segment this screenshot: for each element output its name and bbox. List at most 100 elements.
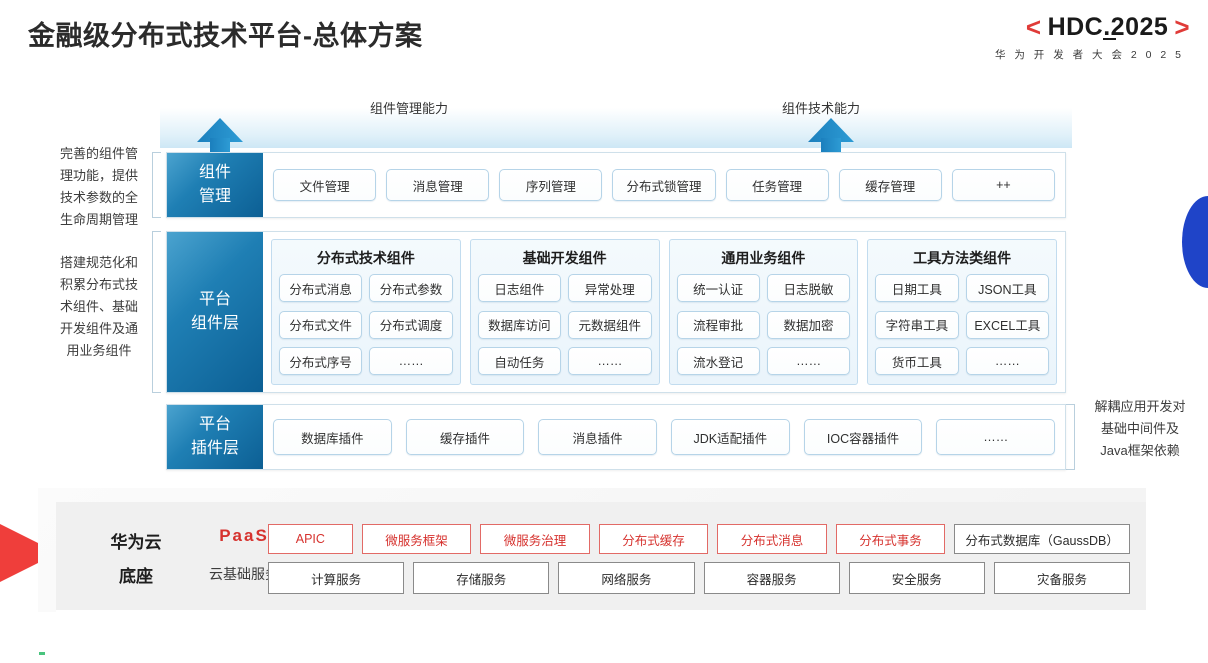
page-title: 金融级分布式技术平台-总体方案	[28, 21, 423, 51]
layer-component-management: 组件 管理 文件管理 消息管理 序列管理 分布式锁管理 任务管理 缓存管理 ++	[166, 152, 1066, 218]
group-title: 分布式技术组件	[316, 250, 415, 266]
group-grid: 日志组件 异常处理 数据库访问 元数据组件 自动任务 ……	[477, 274, 652, 378]
chip-more-ellipsis[interactable]: ……	[568, 347, 652, 376]
paas-item-distributed-cache[interactable]: 分布式缓存	[598, 524, 709, 554]
logo-open-angle-icon: <	[1025, 12, 1042, 42]
chip-more-ellipsis[interactable]: ……	[936, 419, 1056, 455]
chip-ioc-container-plugin[interactable]: IOC容器插件	[803, 419, 923, 455]
chip-process-approval[interactable]: 流程审批	[676, 310, 760, 339]
hdc-logo: < HDC.2025 > 华 为 开 发 者 大 会 2 0 2 5	[940, 12, 1190, 62]
layer-platform-plugins: 平台 插件层 数据库插件 缓存插件 消息插件 JDK适配插件 IOC容器插件 ……	[166, 404, 1066, 470]
chip-jdk-adapter-plugin[interactable]: JDK适配插件	[671, 419, 790, 455]
blue-lens-decoration	[1182, 196, 1208, 288]
right-note-plugins: 解耦应用开发对 基础中间件及 Java框架依赖	[1094, 399, 1186, 458]
chip-unified-auth[interactable]: 统一认证	[676, 274, 760, 302]
cloud-item-network[interactable]: 网络服务	[558, 562, 695, 594]
group-title: 通用业务组件	[721, 250, 806, 266]
layer-body-platform-plugins: 数据库插件 缓存插件 消息插件 JDK适配插件 IOC容器插件 ……	[263, 405, 1065, 469]
green-dot-decoration	[39, 652, 45, 655]
group-grid: 统一认证 日志脱敏 流程审批 数据加密 流水登记 ……	[676, 274, 851, 378]
left-note-management: 完善的组件管 理功能，提供 技术参数的全 生命周期管理	[59, 146, 138, 227]
arrow-label-technology: 组件技术能力	[782, 101, 861, 116]
group-grid: 分布式消息 分布式参数 分布式文件 分布式调度 分布式序号 ……	[279, 274, 453, 378]
chip-message-management[interactable]: 消息管理	[386, 169, 490, 201]
group-title: 工具方法类组件	[913, 250, 1012, 266]
chip-cache-management[interactable]: 缓存管理	[838, 169, 942, 201]
layer-label-line-2: 管理	[198, 188, 231, 205]
layer-body-platform-components: 分布式技术组件 分布式消息 分布式参数 分布式文件 分布式调度 分布式序号 ………	[263, 232, 1065, 392]
cloud-item-storage[interactable]: 存储服务	[413, 562, 550, 594]
paas-item-microservice-framework[interactable]: 微服务框架	[361, 524, 472, 554]
group-basic-dev-components: 基础开发组件 日志组件 异常处理 数据库访问 元数据组件 自动任务 ……	[469, 239, 660, 385]
cloud-item-security[interactable]: 安全服务	[848, 562, 985, 594]
chip-file-management[interactable]: 文件管理	[273, 169, 377, 201]
base-paas-label: PaaS	[219, 526, 269, 545]
top-gradient-band	[160, 108, 1072, 148]
chip-distributed-parameter[interactable]: 分布式参数	[369, 274, 453, 302]
layer-label-line-1: 平台	[198, 291, 231, 308]
chip-date-utility[interactable]: 日期工具	[875, 274, 959, 302]
chip-more-ellipsis[interactable]: ……	[369, 347, 453, 376]
base-title: 华为云 底座	[110, 533, 162, 586]
chip-string-utility[interactable]: 字符串工具	[875, 310, 959, 339]
chip-cache-plugin[interactable]: 缓存插件	[405, 419, 525, 455]
chip-distributed-sequence[interactable]: 分布式序号	[279, 347, 363, 376]
chip-transaction-registry[interactable]: 流水登记	[676, 347, 760, 376]
layer-label-line-1: 平台	[198, 416, 231, 433]
cloud-item-disaster-recovery[interactable]: 灾备服务	[993, 562, 1131, 594]
group-title: 基础开发组件	[522, 250, 607, 266]
chip-distributed-message[interactable]: 分布式消息	[279, 274, 363, 302]
chip-sequence-management[interactable]: 序列管理	[499, 169, 603, 201]
chip-log-component[interactable]: 日志组件	[477, 274, 562, 302]
bracket-plugins	[1066, 404, 1075, 470]
group-grid: 日期工具 JSON工具 字符串工具 EXCEL工具 货币工具 ……	[875, 274, 1049, 378]
chip-add-more[interactable]: ++	[951, 169, 1055, 201]
cloud-service-row: 计算服务 存储服务 网络服务 容器服务 安全服务 灾备服务	[268, 562, 1131, 594]
paas-service-row: APIC 微服务框架 微服务治理 分布式缓存 分布式消息 分布式事务 分布式数据…	[268, 524, 1130, 554]
chip-excel-utility[interactable]: EXCEL工具	[965, 310, 1049, 339]
chip-exception-handling[interactable]: 异常处理	[568, 274, 652, 302]
paas-item-distributed-transaction[interactable]: 分布式事务	[835, 524, 946, 554]
logo-close-angle-icon: >	[1174, 12, 1190, 42]
paas-item-distributed-message[interactable]: 分布式消息	[717, 524, 827, 554]
chip-more-ellipsis[interactable]: ……	[766, 347, 851, 376]
chip-database-access[interactable]: 数据库访问	[477, 310, 562, 339]
cloud-item-container[interactable]: 容器服务	[703, 562, 840, 594]
base-cloud-service-label: 云基础服务	[209, 566, 279, 582]
group-distributed-tech-components: 分布式技术组件 分布式消息 分布式参数 分布式文件 分布式调度 分布式序号 ……	[271, 239, 461, 385]
chip-distributed-lock-management[interactable]: 分布式锁管理	[612, 169, 716, 201]
chip-metadata-component[interactable]: 元数据组件	[568, 310, 652, 339]
chip-distributed-schedule[interactable]: 分布式调度	[369, 310, 453, 339]
left-note-components: 搭建规范化和 积累分布式技 术组件、基础 开发组件及通 用业务组件	[59, 255, 138, 358]
group-general-business-components: 通用业务组件 统一认证 日志脱敏 流程审批 数据加密 流水登记 ……	[668, 239, 859, 385]
bracket-components	[152, 231, 161, 393]
logo-wordmark: HDC.2025	[1047, 13, 1169, 41]
chip-currency-utility[interactable]: 货币工具	[875, 347, 959, 376]
chip-task-management[interactable]: 任务管理	[725, 169, 829, 201]
up-arrow-icon-management	[197, 118, 243, 164]
paas-item-microservice-governance[interactable]: 微服务治理	[480, 524, 590, 554]
bracket-management	[152, 152, 161, 218]
layer-label-component-management: 组件 管理	[167, 153, 263, 217]
chip-distributed-file[interactable]: 分布式文件	[279, 310, 363, 339]
paas-item-distributed-database[interactable]: 分布式数据库（GaussDB）	[954, 524, 1130, 554]
layer-label-line-2: 插件层	[190, 440, 239, 457]
paas-item-apic[interactable]: APIC	[268, 524, 353, 554]
base-panel-huawei-cloud: 华为云 底座 PaaS 云基础服务 APIC 微服务框架 微服务治理 分布式缓存…	[56, 502, 1146, 610]
arrow-label-management: 组件管理能力	[370, 101, 449, 116]
group-utility-method-components: 工具方法类组件 日期工具 JSON工具 字符串工具 EXCEL工具 货币工具 ……	[867, 239, 1057, 385]
chip-more-ellipsis[interactable]: ……	[965, 347, 1049, 376]
layer-label-line-2: 组件层	[190, 315, 239, 332]
chip-automated-task[interactable]: 自动任务	[477, 347, 562, 376]
chip-log-masking[interactable]: 日志脱敏	[766, 274, 851, 302]
logo-subtitle: 华 为 开 发 者 大 会 2 0 2 5	[994, 49, 1184, 61]
layer-platform-components: 平台 组件层 分布式技术组件 分布式消息 分布式参数 分布式文件 分布式调度 分…	[166, 231, 1066, 393]
chip-message-plugin[interactable]: 消息插件	[538, 419, 658, 455]
layer-label-platform-components: 平台 组件层	[167, 232, 263, 392]
chip-json-utility[interactable]: JSON工具	[965, 274, 1049, 302]
cloud-item-compute[interactable]: 计算服务	[268, 562, 405, 594]
layer-body-component-management: 文件管理 消息管理 序列管理 分布式锁管理 任务管理 缓存管理 ++	[263, 153, 1065, 217]
chip-database-plugin[interactable]: 数据库插件	[273, 419, 392, 455]
chip-data-encryption[interactable]: 数据加密	[766, 310, 851, 339]
